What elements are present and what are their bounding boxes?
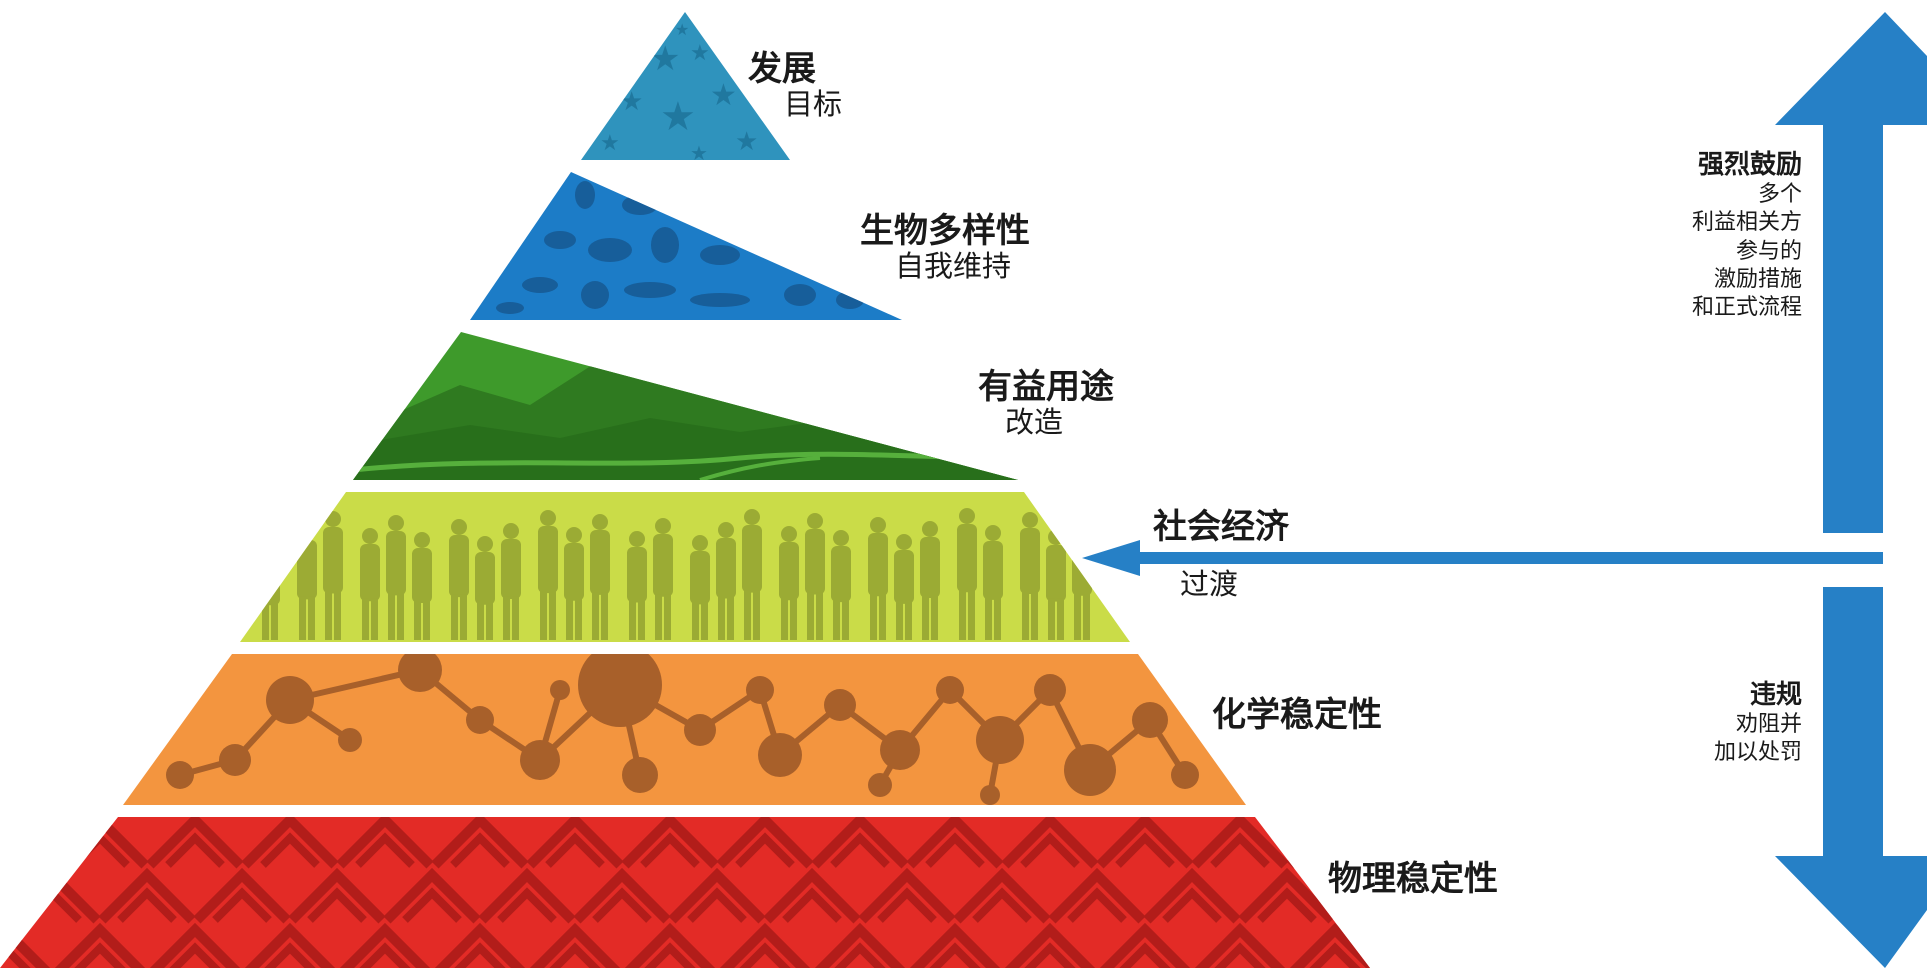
svg-text:★: ★ <box>620 87 643 117</box>
svg-text:★: ★ <box>710 78 737 113</box>
arrow-down-icon <box>1775 587 1927 968</box>
level-goals-band <box>581 12 790 160</box>
encourage-line: 和正式流程 <box>1691 294 1802 320</box>
level-socioeconomic-title: 社会经济 <box>1153 507 1289 547</box>
level-chemical <box>123 654 1246 805</box>
violation-note: 违规 劝阻并 加以处罚 <box>1714 680 1802 768</box>
arrows <box>1082 12 1927 968</box>
level-goals-subtitle: 目标 <box>784 87 843 121</box>
svg-text:★: ★ <box>600 131 620 156</box>
level-beneficial-use-subtitle: 改造 <box>1005 405 1064 439</box>
level-socioeconomic-subtitle: 过渡 <box>1180 567 1239 601</box>
violation-line: 劝阻并 <box>1735 712 1802 738</box>
svg-text:★: ★ <box>690 41 710 66</box>
svg-text:★: ★ <box>675 20 689 39</box>
encourage-line: 激励措施 <box>1713 266 1802 292</box>
level-beneficial-use-title: 有益用途 <box>978 367 1114 407</box>
encourage-line: 参与的 <box>1735 238 1802 264</box>
star-texture: ★ ★ ★ ★ ★ ★ ★ ★ ★ <box>600 20 758 165</box>
encourage-line: 多个 <box>1757 182 1802 208</box>
level-goals: ★ ★ ★ ★ ★ ★ ★ ★ ★ <box>581 12 790 165</box>
violation-title: 违规 <box>1749 680 1802 710</box>
encourage-note: 强烈鼓励 多个 利益相关方 参与的 激励措施 和正式流程 <box>1692 150 1802 322</box>
level-chemical-title: 化学稳定性 <box>1212 695 1382 735</box>
level-beneficial-use <box>353 332 1018 480</box>
arrow-up-icon <box>1775 12 1927 533</box>
arrow-left-icon <box>1082 540 1883 576</box>
encourage-title: 强烈鼓励 <box>1697 150 1802 180</box>
level-goals-title: 发展 <box>748 49 816 89</box>
svg-text:★: ★ <box>735 127 758 157</box>
level-biodiversity-band <box>470 172 902 320</box>
level-socioeconomic <box>240 492 1130 642</box>
animal-silhouette-texture <box>496 180 864 314</box>
level-biodiversity <box>470 172 902 320</box>
encourage-line: 利益相关方 <box>1691 210 1802 236</box>
people-silhouette-texture <box>260 508 1092 640</box>
level-biodiversity-title: 生物多样性 <box>860 211 1030 251</box>
svg-text:★: ★ <box>660 94 696 140</box>
svg-text:★: ★ <box>690 141 708 165</box>
violation-line: 加以处罚 <box>1713 740 1802 766</box>
level-physical-band <box>0 817 1370 968</box>
level-physical <box>0 817 1370 968</box>
svg-text:★: ★ <box>650 39 680 79</box>
molecule-texture <box>166 654 1199 805</box>
level-biodiversity-subtitle: 自我维持 <box>895 249 1012 283</box>
level-physical-title: 物理稳定性 <box>1328 859 1498 899</box>
